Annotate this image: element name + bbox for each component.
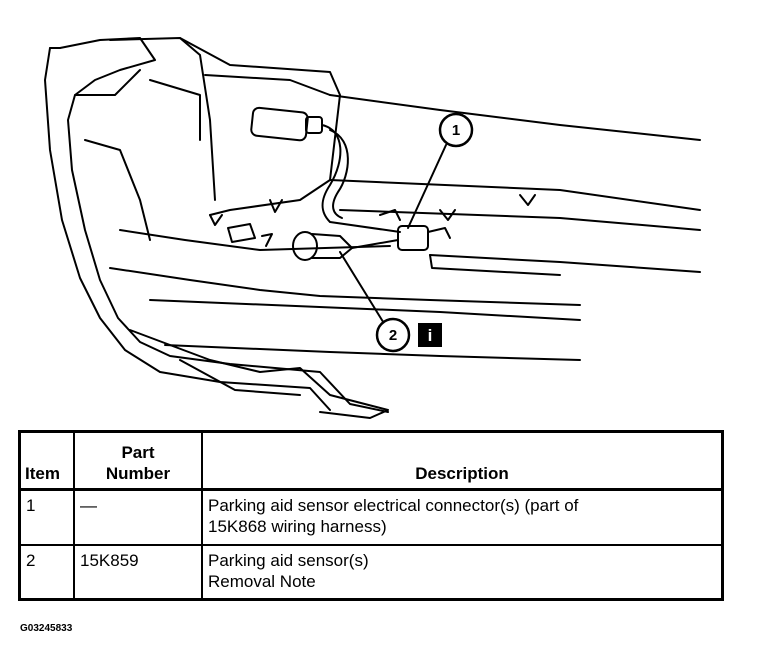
removal-note-link[interactable]: Removal Note	[208, 571, 316, 591]
upper-connector	[250, 106, 309, 142]
header-description: Description	[201, 430, 724, 491]
table-row: 1 — Parking aid sensor electrical connec…	[18, 488, 724, 546]
callout-label-2: 2	[389, 327, 397, 344]
row-part-number: —	[73, 488, 203, 546]
row-item: 2	[18, 543, 75, 601]
header-item: Item	[18, 430, 75, 491]
table-row: 2 15K859 Parking aid sensor(s) Removal N…	[18, 543, 724, 601]
bumper-illustration: 1 2 i	[44, 37, 701, 419]
row-part-number: 15K859	[73, 543, 203, 601]
rear-beam	[329, 94, 701, 141]
bumper-fascia	[59, 37, 389, 413]
parking-aid-sensor	[292, 231, 318, 261]
parts-table: Item Part Number Description 1 — Parking…	[18, 430, 724, 601]
info-icon-glyph: i	[428, 326, 433, 345]
figure-code: G03245833	[20, 623, 73, 634]
row-description: Parking aid sensor(s) Removal Note	[201, 543, 724, 601]
table-header-row: Item Part Number Description	[18, 430, 724, 491]
row-item: 1	[18, 488, 75, 546]
callout-label-1: 1	[452, 122, 460, 139]
header-part-number: Part Number	[73, 430, 203, 491]
callout-circle-2	[375, 317, 411, 353]
info-icon	[418, 323, 442, 347]
header-part-number-line2: Number	[105, 464, 171, 483]
wiring-harness	[321, 124, 401, 233]
row-description-line1: Parking aid sensor electrical connector(…	[208, 496, 579, 515]
row-description: Parking aid sensor electrical connector(…	[201, 488, 724, 546]
row-description-line1: Parking aid sensor(s)	[208, 550, 369, 570]
upper-bracket	[109, 37, 341, 216]
row-description-line2: 15K868 wiring harness)	[208, 517, 387, 536]
lower-valance	[129, 329, 389, 419]
header-part-number-line1: Part	[121, 443, 155, 462]
sensor-connector	[397, 225, 429, 251]
callout-circle-1	[438, 112, 474, 148]
